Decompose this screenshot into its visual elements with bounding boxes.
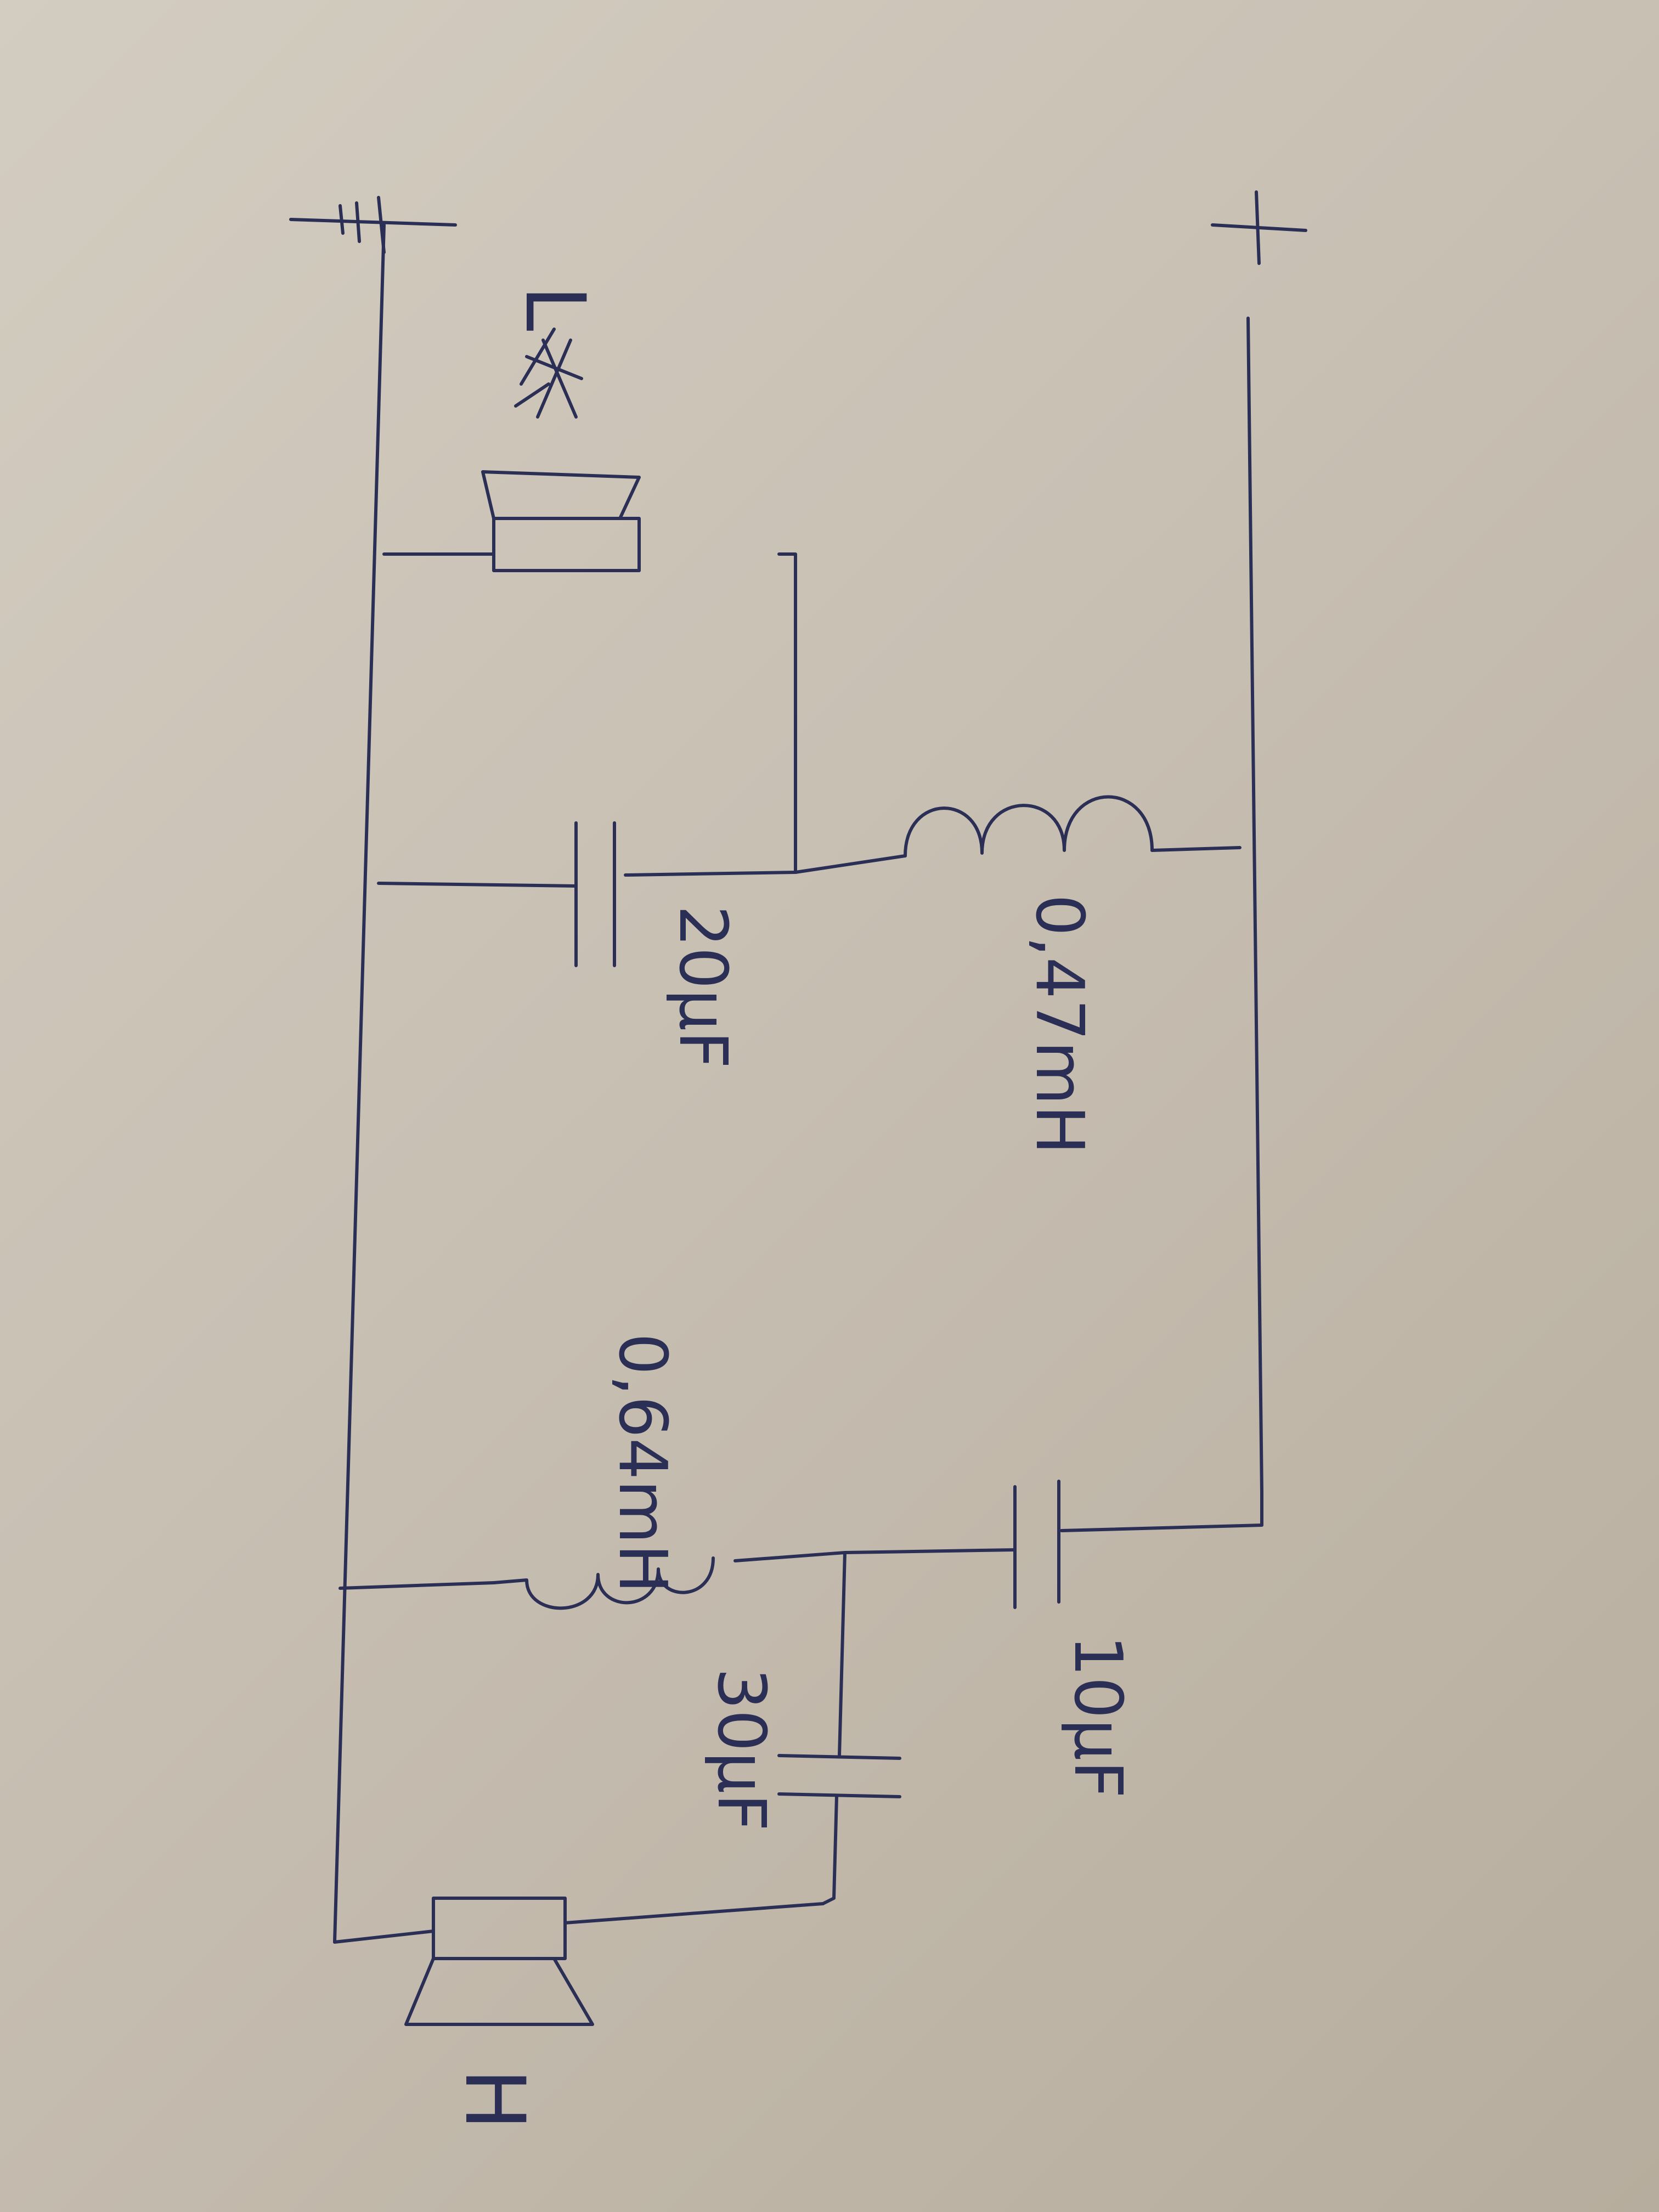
woofer-label-area: L	[507, 285, 602, 419]
tweeter-label: H	[447, 2068, 542, 2130]
capacitor-2-label: 10µF	[1059, 1635, 1136, 1798]
inductor-2-label: 0,64mH	[604, 1333, 680, 1593]
tweeter-speaker	[333, 1897, 825, 2026]
woofer-label: L	[507, 285, 602, 331]
tweeter-node-wire	[733, 1551, 847, 1562]
plus-terminal	[1211, 190, 1307, 265]
positive-rail	[1246, 317, 1263, 1527]
scribble-mark	[514, 328, 583, 419]
ground-symbol	[289, 196, 457, 254]
woofer-speaker	[382, 470, 641, 572]
inductor-1-label: 0,47mH	[1021, 894, 1097, 1154]
capacitor-3-label: 30µF	[703, 1668, 779, 1831]
capacitor-3	[777, 1551, 901, 1905]
ground-rail	[333, 223, 386, 1944]
capacitor-2	[843, 1480, 1263, 1609]
inductor-2	[338, 1556, 715, 1610]
woofer-feed-wire	[777, 552, 797, 874]
capacitor-1	[377, 821, 797, 967]
capacitor-1-label: 20µF	[664, 905, 741, 1069]
inductor-1	[794, 795, 1242, 874]
